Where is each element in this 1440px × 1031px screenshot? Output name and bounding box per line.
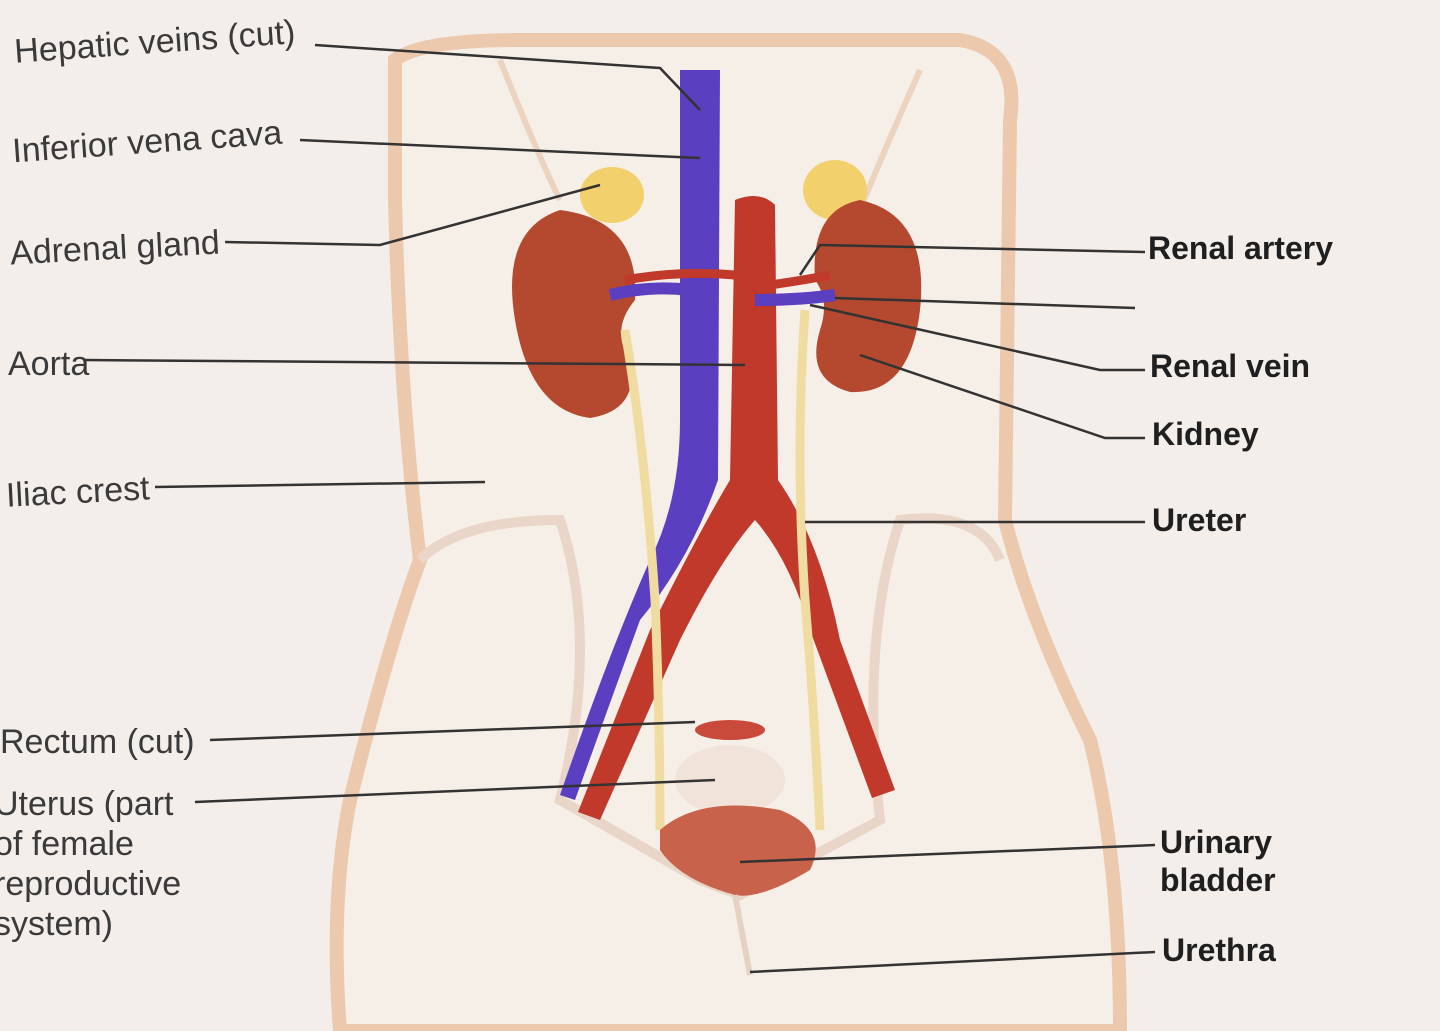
adrenal-gland-left: [580, 167, 644, 223]
urethra: [732, 894, 753, 976]
leader-lines-left: [84, 43, 746, 804]
leader-rectum: [209, 720, 696, 742]
kidney-right: [814, 200, 922, 393]
kidney-left: [512, 210, 636, 418]
leader-renal-artery: [798, 243, 1146, 276]
label-urinary-bladder: Urinary bladder: [1160, 824, 1276, 898]
leader-urinary-bladder: [739, 843, 1156, 864]
uterus: [675, 745, 785, 815]
ureter-left: [620, 329, 665, 831]
label-urethra: Urethra: [1162, 932, 1276, 968]
leader-iliac-crest: [154, 480, 486, 489]
leader-lines-right: [739, 243, 1156, 974]
rectum: [695, 720, 765, 740]
label-renal-vein: Renal vein: [1150, 348, 1311, 384]
leader-urethra: [749, 950, 1156, 974]
leader-aorta: [84, 358, 746, 367]
urinary-bladder: [660, 805, 816, 896]
leader-uterus: [194, 778, 716, 804]
label-iliac-crest: Iliac crest: [5, 469, 151, 515]
label-kidney: Kidney: [1152, 416, 1259, 452]
label-renal-artery: Renal artery: [1148, 230, 1333, 266]
leader-hepatic-veins: [314, 43, 701, 111]
label-uterus: Uterus (part of female reproductive syst…: [0, 785, 182, 944]
renal-artery-right: [769, 270, 831, 290]
leader-kidney: [859, 353, 1145, 440]
label-rectum: Rectum (cut): [0, 723, 195, 761]
renal-artery-left: [624, 268, 736, 285]
leader-inferior-vena-cava: [299, 138, 701, 160]
renal-vein-left: [608, 282, 691, 301]
leader-renal-vein: [809, 303, 1145, 372]
inferior-vena-cava: [560, 70, 720, 800]
leader-renal-vein-upper: [834, 296, 1136, 310]
leader-adrenal-gland: [224, 183, 601, 247]
label-ureter: Ureter: [1152, 502, 1247, 538]
label-aorta: Aorta: [8, 345, 90, 383]
renal-vein-right: [754, 289, 836, 306]
ureter-right: [795, 309, 825, 831]
